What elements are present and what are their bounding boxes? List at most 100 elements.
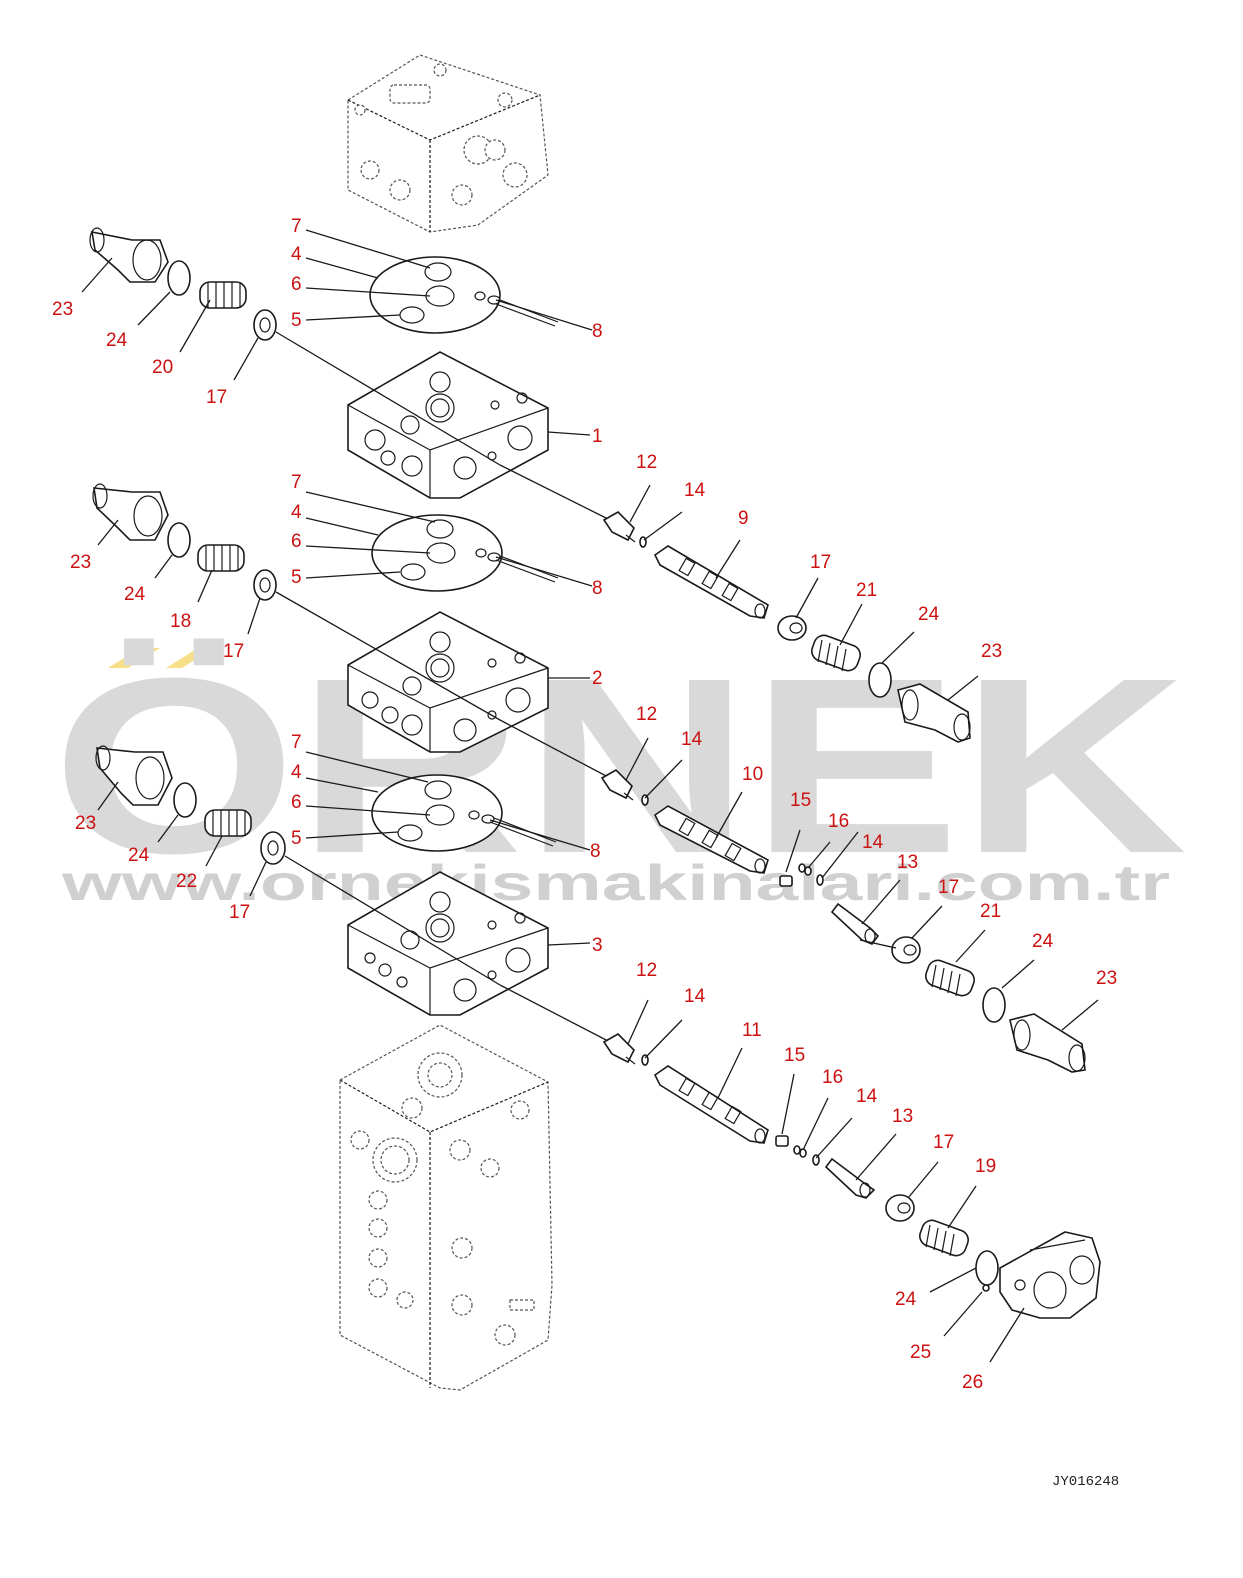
spring-cap-left-2 [92, 483, 169, 541]
callout-10: 10 [742, 764, 763, 785]
callout-6: 6 [291, 274, 302, 295]
bottom-valve-stack [339, 1024, 553, 1391]
watermark-brand: ÖRNEK [52, 626, 1187, 905]
pin-25 [982, 1284, 990, 1292]
plug-12-section-3 [602, 1033, 636, 1065]
callout-23: 23 [1096, 968, 1117, 989]
o-ring-14-b [641, 794, 649, 806]
spring-22 [204, 809, 252, 837]
callout-24: 24 [918, 604, 940, 625]
callout-13: 13 [892, 1106, 913, 1127]
callout-1: 1 [592, 426, 603, 447]
callout-8: 8 [592, 321, 603, 342]
callout-8: 8 [590, 841, 601, 862]
spring-retainer-right-3 [885, 1194, 915, 1222]
callout-leaders [81, 229, 1099, 1363]
callout-13: 13 [897, 852, 918, 873]
callout-17: 17 [223, 641, 244, 662]
plug-12-section-1 [602, 511, 636, 543]
callout-18: 18 [170, 611, 191, 632]
spool-10 [653, 805, 769, 874]
callout-17: 17 [933, 1132, 954, 1153]
callout-14: 14 [684, 986, 706, 1007]
callout-17: 17 [938, 877, 959, 898]
callout-17: 17 [810, 552, 831, 573]
callout-7: 7 [291, 472, 302, 493]
callout-24: 24 [106, 330, 128, 351]
o-ring-14-c [641, 1054, 649, 1066]
callout-16: 16 [828, 811, 849, 832]
callout-6: 6 [291, 531, 302, 552]
callout-9: 9 [738, 508, 749, 529]
spring-cap-left-1 [89, 227, 169, 283]
callout-8: 8 [592, 578, 603, 599]
o-ring-right-2 [982, 987, 1006, 1023]
top-valve-block [347, 54, 549, 233]
o-ring-14-d [816, 874, 824, 886]
callout-12: 12 [636, 452, 657, 473]
callout-24: 24 [124, 584, 146, 605]
spool-9 [653, 545, 769, 619]
callout-4: 4 [291, 244, 302, 265]
callout-12: 12 [636, 704, 657, 725]
callout-19: 19 [975, 1156, 996, 1177]
callout-15: 15 [790, 790, 811, 811]
spring-retainer-right-2 [891, 936, 921, 964]
callout-24: 24 [1032, 931, 1054, 952]
spring-cap-left-3 [95, 745, 173, 806]
valve-block-section-1 [347, 351, 549, 499]
callout-14: 14 [856, 1086, 878, 1107]
spring-cap-right-1 [897, 683, 971, 743]
spring-18 [197, 544, 245, 572]
o-ring-left-2 [167, 522, 191, 558]
callout-7: 7 [291, 216, 302, 237]
callout-5: 5 [291, 310, 302, 331]
spring-retainer-right-1 [777, 615, 807, 641]
callout-23: 23 [70, 552, 91, 573]
callout-4: 4 [291, 762, 302, 783]
callout-5: 5 [291, 828, 302, 849]
callout-14: 14 [684, 480, 706, 501]
watermark: ÖRNEK www.ornekismakinalari.com.tr [52, 626, 1187, 911]
watermark-accent-mark-right [166, 648, 214, 668]
spring-cap-right-2 [1009, 1013, 1086, 1073]
valve-block-section-3 [347, 871, 549, 1016]
spring-19 [919, 1219, 969, 1257]
callout-21: 21 [856, 580, 877, 601]
callout-17: 17 [206, 387, 227, 408]
gasket-plate-3 [371, 774, 557, 852]
callout-16: 16 [822, 1067, 843, 1088]
callout-15: 15 [784, 1045, 805, 1066]
callout-11: 11 [742, 1020, 762, 1041]
drawing-code: JY016248 [1052, 1474, 1119, 1490]
callout-25: 25 [910, 1342, 931, 1363]
plug-15-b [775, 1135, 789, 1147]
callout-12: 12 [636, 960, 657, 981]
callout-24: 24 [128, 845, 150, 866]
plug-15-a [779, 875, 793, 887]
watermark-url: www.ornekismakinalari.com.tr [60, 855, 1170, 911]
callout-7: 7 [291, 732, 302, 753]
o-ring-right-1 [868, 662, 892, 698]
callout-5: 5 [291, 567, 302, 588]
plug-12-section-2 [600, 769, 634, 801]
o-ring-14-e [812, 1154, 820, 1166]
spring-retainer-left-2 [253, 569, 277, 601]
gasket-plate-2 [371, 514, 559, 592]
callout-14: 14 [862, 832, 884, 853]
callout-3: 3 [592, 935, 603, 956]
spool-11 [653, 1065, 769, 1144]
callout-14: 14 [681, 729, 703, 750]
spring-retainer-left-3 [260, 831, 286, 865]
callout-26: 26 [962, 1372, 983, 1393]
spring-21-b [925, 959, 975, 997]
o-ring-right-3 [975, 1250, 999, 1286]
watermark-accent-mark-left [108, 648, 160, 668]
gasket-plate-1 [369, 256, 559, 334]
callout-17: 17 [229, 902, 250, 923]
callout-24: 24 [895, 1289, 917, 1310]
callout-2: 2 [592, 668, 603, 689]
piston-13-b [824, 1157, 876, 1199]
callout-22: 22 [176, 871, 197, 892]
callout-21: 21 [980, 901, 1001, 922]
